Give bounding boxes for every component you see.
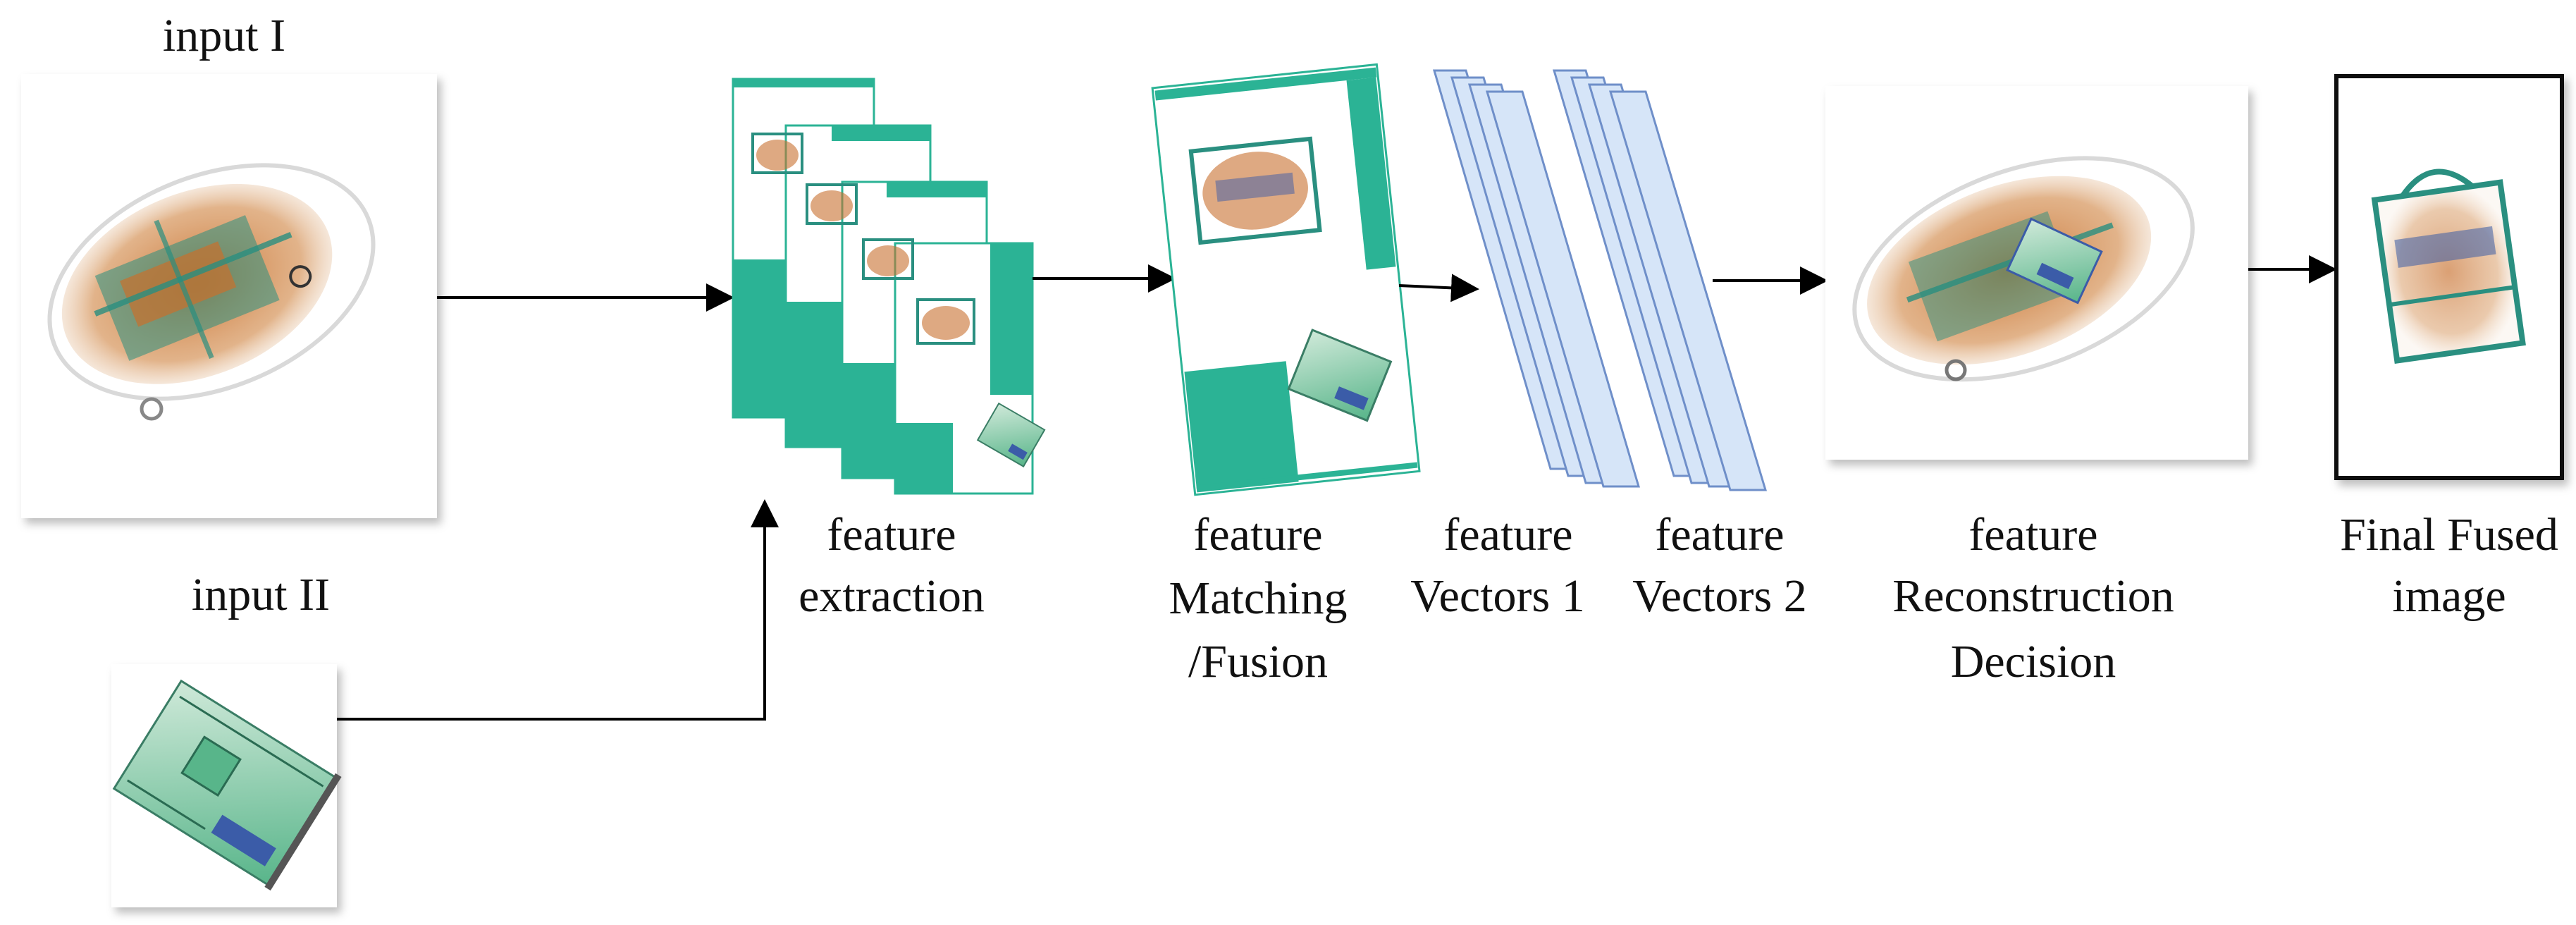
input-1-label: input I	[163, 10, 285, 61]
feature-vectors-2-label-line1: feature	[1655, 509, 1784, 560]
feature-matching-label-line3: /Fusion	[1188, 636, 1328, 687]
feature-extraction-stack	[732, 78, 1046, 495]
feature-reconstruction-image	[1825, 86, 2248, 460]
feature-extraction-label-line1: feature	[827, 509, 956, 560]
feature-matching-fusion-block	[1151, 63, 1421, 496]
feature-reconstruction-label-line3: Decision	[1951, 636, 2116, 687]
feature-vectors-1-label-line2: Vectors 1	[1410, 570, 1584, 622]
feature-vectors-1-label-line1: feature	[1443, 509, 1572, 560]
feature-vectors-2-label-line2: Vectors 2	[1632, 570, 1806, 622]
arrow-matching-to-vectors	[1398, 274, 1479, 302]
input-2-label: input II	[192, 569, 330, 620]
input-2-image	[111, 664, 342, 907]
final-fused-label-line1: Final Fused	[2340, 509, 2558, 560]
input-1-image	[21, 74, 437, 518]
feature-vectors-1-stack	[1432, 69, 1641, 488]
feature-extraction-label-line2: extraction	[799, 570, 985, 622]
feature-matching-label-line2: Matching	[1169, 572, 1348, 624]
feature-reconstruction-label-line1: feature	[1968, 509, 2097, 560]
feature-reconstruction-label-line2: Reconstruction	[1892, 570, 2174, 622]
arrow-input2-to-extraction	[337, 499, 779, 721]
final-fused-image	[2334, 74, 2564, 480]
feature-vectors-2-stack	[1552, 69, 1768, 491]
feature-matching-label-line1: feature	[1193, 509, 1322, 560]
final-fused-label-line2: image	[2392, 570, 2506, 622]
